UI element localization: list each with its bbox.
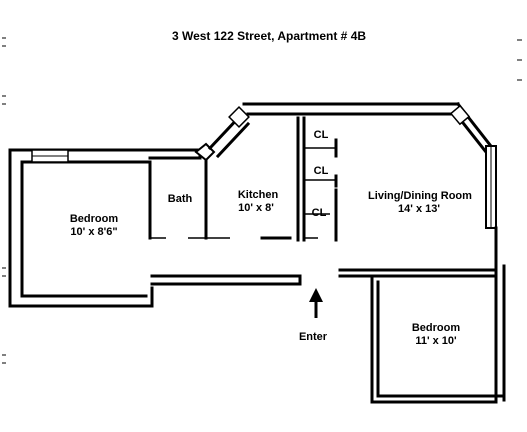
diagonal-window xyxy=(228,106,250,128)
plan-title: 3 West 122 Street, Apartment # 4B xyxy=(172,29,366,43)
living-room-size: 14' x 13' xyxy=(398,203,440,215)
right-bedroom-size: 11' x 10' xyxy=(415,335,457,347)
bath-name: Bath xyxy=(168,193,193,205)
kitchen-name: Kitchen xyxy=(238,189,279,201)
corridor-walls xyxy=(150,268,498,286)
closet-label: CL xyxy=(314,129,329,141)
left-bedroom-size: 10' x 8'6" xyxy=(70,226,117,238)
left-bedroom-name: Bedroom xyxy=(70,213,119,225)
upper-walls xyxy=(194,101,498,264)
kitchen-size: 10' x 8' xyxy=(238,202,274,214)
closet-walls xyxy=(296,116,338,242)
entry-arrow xyxy=(309,288,323,318)
living-room-name: Living/Dining Room xyxy=(368,190,472,202)
right-bedroom-walls xyxy=(370,260,506,404)
right-bedroom-name: Bedroom xyxy=(412,322,461,334)
entry-label: Enter xyxy=(299,331,328,343)
closet-label: CL xyxy=(314,165,329,177)
ne-window xyxy=(449,104,471,126)
closet-label: CL xyxy=(312,207,327,219)
scan-edge-marks xyxy=(2,37,522,364)
